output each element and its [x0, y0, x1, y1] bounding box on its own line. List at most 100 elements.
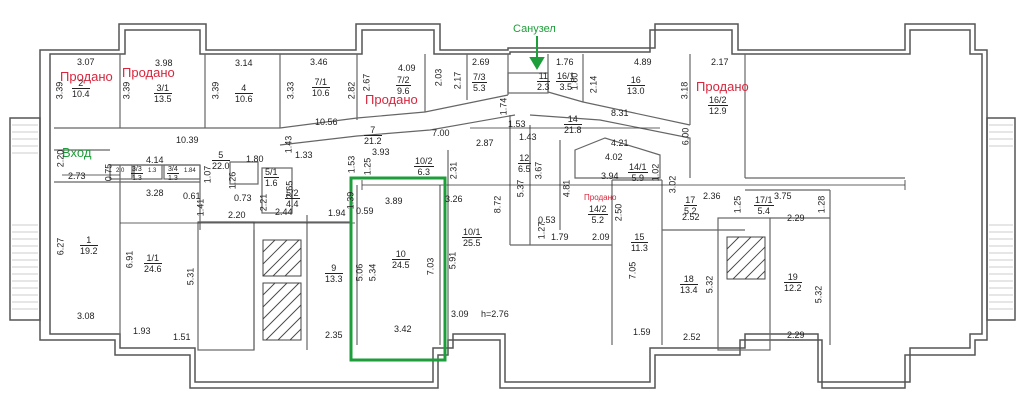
- dim-label: 10.39: [176, 135, 199, 145]
- sold-label-1: Продано: [60, 69, 113, 84]
- dim-label: 3.67: [533, 161, 544, 180]
- dim-label: 1.53: [346, 155, 357, 174]
- dim-label: 3.93: [372, 147, 390, 157]
- dim-label: 10.56: [315, 117, 338, 127]
- dim-label: 0.61: [183, 191, 201, 201]
- interior-walls: [54, 54, 905, 351]
- dim-label: 5.32: [813, 285, 824, 304]
- sold-label-4: Продано: [696, 79, 749, 94]
- dim-label: 2.87: [476, 138, 494, 148]
- dim-label: 4.89: [634, 57, 652, 67]
- dim-label: 7.00: [432, 128, 450, 138]
- dim-label: 1.51: [173, 332, 191, 342]
- dim-label: 3.26: [445, 194, 463, 204]
- sold-label-2: Продано: [122, 65, 175, 80]
- dim-label: 2.65: [284, 180, 295, 199]
- dim-label: 3.39: [121, 81, 132, 100]
- dim-label: 2.29: [787, 330, 805, 340]
- dim-label: 5.37: [515, 179, 526, 198]
- dim-label: 7.03: [425, 257, 436, 276]
- dim-label: 3.14: [235, 58, 253, 68]
- dim-label: 2.35: [325, 330, 343, 340]
- dim-label: 2.67: [361, 73, 372, 92]
- dim-label: 3.75: [774, 191, 792, 201]
- dim-label: 5.06: [354, 263, 365, 282]
- dim-label: 5.31: [185, 267, 196, 286]
- dim-label: 3.46: [310, 57, 328, 67]
- dim-label: 8.31: [611, 108, 629, 118]
- dim-label: 1.43: [283, 135, 294, 154]
- sold-label-5: Продано: [584, 193, 617, 202]
- dim-label: 4.21: [611, 138, 629, 148]
- dim-label: 3.39: [210, 81, 221, 100]
- dim-label: 2.44: [275, 207, 293, 217]
- dim-label: 0.59: [356, 206, 374, 216]
- dim-label: 3.09: [451, 309, 469, 319]
- dim-label: 7.05: [627, 261, 638, 280]
- dim-label: 2.20: [228, 210, 246, 220]
- wc-label: Санузел: [513, 23, 556, 35]
- dim-label: 2.73: [68, 171, 86, 181]
- dim-label: 3.18: [679, 81, 690, 100]
- dim-label: 1.94: [328, 208, 346, 218]
- dim-label: 2.17: [452, 71, 463, 90]
- dim-label: 4.09: [398, 63, 416, 73]
- dim-label: 1.07: [202, 165, 213, 184]
- dim-label: 1.43: [519, 132, 537, 142]
- dim-label: 1.3: [148, 168, 157, 174]
- dim-label: 3.02: [667, 175, 678, 194]
- dim-label: 4.81: [561, 179, 572, 198]
- outer-wall-inner: [49, 29, 983, 383]
- dim-label: 3.98: [155, 58, 173, 68]
- dim-label: 4.14: [146, 155, 164, 165]
- dim-label: 0.53: [538, 215, 556, 225]
- dim-label: 5.32: [704, 275, 715, 294]
- dim-label: 1.39: [345, 191, 356, 210]
- dim-label: 2.31: [448, 161, 459, 180]
- dim-label: 1.79: [551, 232, 569, 242]
- left-shaft-upper: [262, 239, 302, 277]
- dim-label: 6.00: [680, 127, 691, 146]
- dim-label: 4.02: [605, 152, 623, 162]
- dim-label: 8.72: [492, 195, 503, 214]
- dim-label: 1.26: [227, 171, 238, 190]
- dim-label: 2.50: [613, 203, 624, 222]
- wc-arrow: [529, 36, 545, 70]
- left-stair: [9, 117, 41, 321]
- highlight-room-10: [349, 176, 447, 362]
- dim-label: 2.29: [787, 213, 805, 223]
- dim-label: 1.80: [569, 72, 580, 91]
- dim-label: 6.91: [124, 250, 135, 269]
- dim-label: 2.20: [55, 149, 66, 168]
- sold-label-3: Продано: [365, 92, 418, 107]
- left-shaft-lower: [262, 282, 302, 341]
- dim-label: 3.42: [394, 324, 412, 334]
- dim-label: 3.08: [77, 311, 95, 321]
- dim-label: 1.84: [184, 168, 196, 174]
- dim-label: 1.25: [732, 195, 743, 214]
- dim-label: 0.75: [103, 163, 114, 182]
